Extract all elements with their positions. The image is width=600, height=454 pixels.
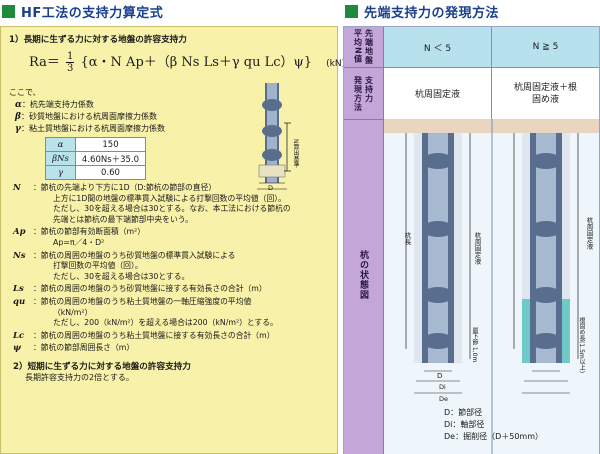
pile-dim-d: D: [268, 184, 274, 192]
left-title-bar: HF工法の支持力算定式: [0, 0, 338, 22]
coef-def-gamma: γ：粘土質地盤における杭周面摩擦力係数: [15, 124, 165, 134]
notes-list: N ：節杭の先端より下方に1D（D:節杭の節部の直径） 上方に1D間の地盤の標準…: [13, 183, 333, 383]
label-fix-liquid-2: 杭周固定液: [585, 217, 593, 250]
label-bottom-node: 最下節 1.0m: [471, 327, 478, 363]
section-2-text: 長期許容支持力の2倍とする。: [25, 372, 134, 382]
note-qu: qu ：節杭の周囲の地盤のうち粘土質地盤の一軸圧縮強度の平均値 （kN/m²） …: [13, 296, 278, 328]
koko-label: ここで、: [9, 88, 41, 97]
col2-n-value: N ≧ 5: [492, 27, 599, 67]
label-de: De: [439, 395, 449, 403]
note-psi: ψ ：節杭の節部周囲長さ（m）: [13, 343, 135, 354]
label-di: Di: [439, 383, 446, 391]
row-header-method: 支持力 発現方法: [344, 67, 384, 119]
coef-def-list: α：杭先端支持力係数 β：砂質地盤における杭周面摩擦力係数 γ：粘土質地盤におけ…: [15, 99, 165, 135]
note-ap: Ap ：節杭の節部有効断面積（m²） Ap=π／4・D²: [13, 227, 146, 247]
formula-unit: (kN): [326, 59, 346, 69]
pile-state-diagram: [384, 119, 599, 454]
title-square-icon: [345, 4, 358, 18]
label-method: 発現方法: [353, 75, 363, 112]
coef-def-beta: β：砂質地盤における杭周面摩擦力係数: [15, 112, 157, 122]
label-tip-ground: 先端地盤: [364, 29, 374, 65]
legend: D：節部径 Di：軸部径 De：掘削径（D＋50mm）: [444, 407, 543, 443]
row-header-ground: 先端地盤 平均N値: [344, 27, 384, 67]
title-square-icon: [2, 4, 15, 18]
label-bearing: 支持力: [364, 75, 374, 103]
formula: Ra＝ 1 3 {α・N Ap＋（β Ns Ls＋γ qu Lc）ψ} (kN): [29, 51, 345, 74]
col1-n-value: N ＜ 5: [384, 27, 492, 67]
legend-item: Di：軸部径: [444, 420, 485, 429]
pile-tip-diagram: [257, 83, 291, 190]
left-panel: HF工法の支持力算定式 1）長期に生ずる力に対する地盤の許容支持力 Ra＝ 1 …: [0, 0, 345, 454]
note-n: N ：節杭の先端より下方に1D（D:節杭の節部の直径） 上方に1D間の地盤の標準…: [13, 183, 291, 224]
note-ns: Ns ：節杭の周囲の地盤のうち砂質地盤の標準貫入試験による 打撃回数の平均値（回…: [13, 250, 236, 281]
method-box: 先端地盤 平均N値 支持力 発現方法 杭の状態図 N ＜ 5 N ≧ 5 杭周固…: [343, 26, 600, 454]
formula-lhs: Ra＝: [29, 55, 60, 70]
label-root-length: 根固め長(1.5m以上): [578, 317, 585, 374]
coef-def-alpha: α：杭先端支持力係数: [15, 100, 94, 110]
right-title: 先端支持力の発現方法: [364, 5, 500, 21]
col1-method: 杭周固定液: [384, 67, 492, 119]
label-avg-n: 平均N値: [353, 29, 363, 64]
formula-body: {α・N Ap＋（β Ns Ls＋γ qu Lc）ψ}: [80, 55, 313, 70]
fraction-denominator: 3: [66, 63, 74, 74]
col2-method: 杭周固定液＋根固め液: [492, 67, 599, 119]
formula-box: 1）長期に生ずる力に対する地盤の許容支持力 Ra＝ 1 3 {α・N Ap＋（β…: [0, 26, 345, 454]
right-title-bar: 先端支持力の発現方法: [343, 0, 600, 22]
note-lc: Lc ：節杭の周囲の地盤のうち粘土質地盤に接する有効長さの合計（m）: [13, 330, 275, 341]
section-2-heading: 2）短期に生ずる力に対する地盤の許容支持力: [13, 361, 191, 372]
label-d: D: [437, 372, 443, 380]
legend-item: De：掘削径（D＋50mm）: [444, 432, 544, 441]
label-pile-state: 杭の状態図: [358, 250, 368, 300]
section-1-heading: 1）長期に生ずる力に対する地盤の許容支持力: [9, 35, 187, 45]
formula-fraction: 1 3: [65, 51, 75, 74]
legend-item: D：節部径: [444, 408, 483, 417]
note-ls: Ls ：節杭の周囲の地盤のうち砂質地盤に接する有効長さの合計（m）: [13, 284, 267, 295]
label-pile-length: 杭長: [403, 232, 411, 245]
label-fix-liquid: 杭周固定液: [473, 232, 481, 265]
fraction-numerator: 1: [65, 51, 75, 63]
right-panel: 先端支持力の発現方法 先端地盤 平均N値 支持力 発現方法 杭の状態図 N ＜ …: [343, 0, 600, 454]
left-title: HF工法の支持力算定式: [21, 5, 164, 21]
pile-n-label: N算出基準: [292, 139, 299, 168]
row-header-state: 杭の状態図: [344, 119, 384, 454]
